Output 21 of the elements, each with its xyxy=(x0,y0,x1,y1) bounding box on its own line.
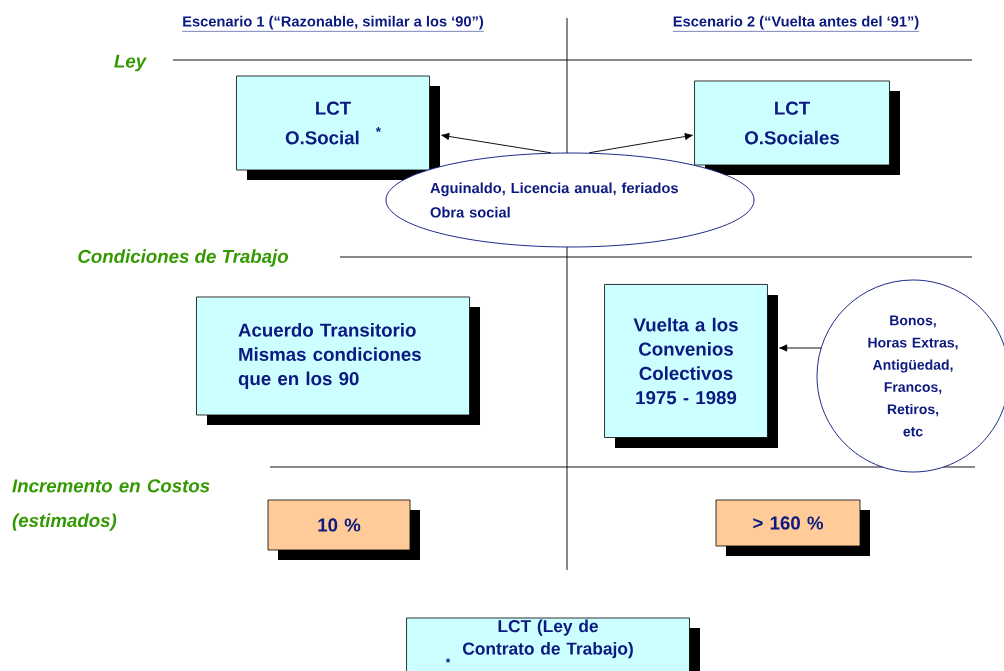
node-label: Francos, xyxy=(884,382,942,395)
arrow xyxy=(779,344,822,352)
header-text: Escenario 1 (“Razonable, similar a los ‘90”) xyxy=(181,15,485,32)
cost-box: 10 % xyxy=(267,499,420,560)
legend-box: LCT (Ley de Contrato de Trabajo) * xyxy=(406,617,700,671)
row-label: Condiciones de Trabajo xyxy=(78,249,289,267)
node-label: Horas Extras, xyxy=(868,337,958,350)
arrow xyxy=(441,132,552,154)
text-box: LCT O.Social * xyxy=(236,75,440,180)
row-label: Ley xyxy=(114,54,147,72)
arrow xyxy=(588,132,693,154)
node-label: Retiros, xyxy=(887,403,939,417)
text-box: LCT O.Sociales xyxy=(694,80,900,175)
row-label: Incremento en Costos (estimados) xyxy=(12,479,210,531)
text-box: Vuelta a los Convenios Colectivos 1975 - 1989 xyxy=(604,284,778,448)
node-label: Bonos, xyxy=(890,315,936,328)
node-label: Antigüedad, xyxy=(872,359,953,373)
node-label: etc xyxy=(903,427,923,437)
header-text: Escenario 2 (“Vuelta antes del ‘91”) xyxy=(672,15,920,32)
text-box: Acuerdo Transitorio Mismas condiciones que en los 90 xyxy=(196,296,480,425)
cost-box: > 160 % xyxy=(715,499,870,556)
